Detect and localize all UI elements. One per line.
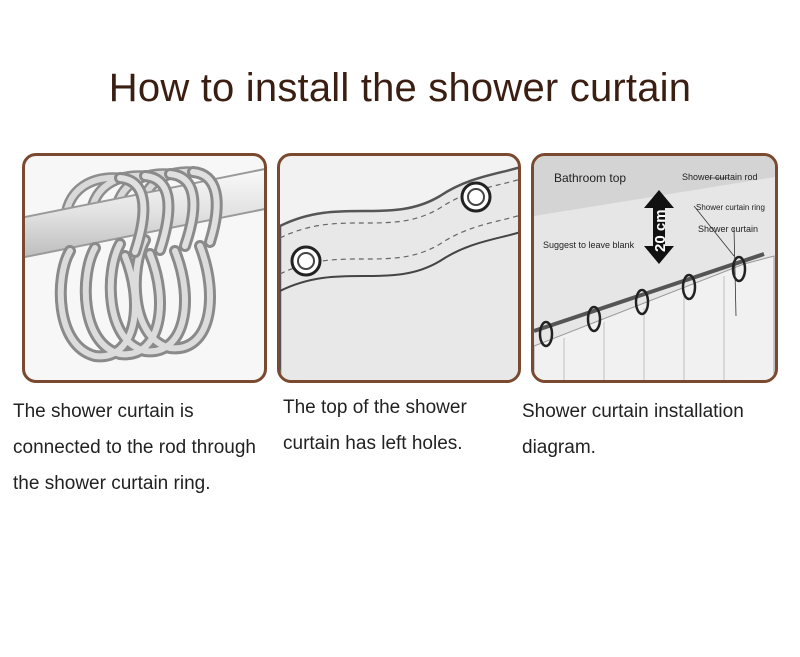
caption-holes: The top of the shower curtain has left h… bbox=[283, 397, 467, 454]
rings-on-rod-illustration bbox=[25, 166, 264, 363]
grommet-hole-right bbox=[460, 181, 492, 213]
curtain-top-holes-panel bbox=[277, 153, 521, 383]
caption-rings: The shower curtain is connected to the r… bbox=[13, 401, 256, 494]
rings-on-rod-panel bbox=[22, 153, 267, 383]
rings bbox=[538, 255, 747, 348]
label-rod: Shower curtain rod bbox=[682, 172, 758, 182]
page-title: How to install the shower curtain bbox=[108, 66, 692, 110]
installation-diagram-illustration: Bathroom top Suggest to leave blank 20 c… bbox=[534, 156, 775, 380]
installation-diagram-panel: Bathroom top Suggest to leave blank 20 c… bbox=[531, 153, 778, 383]
curtain-top-illustration bbox=[280, 166, 518, 380]
label-curtain: Shower curtain bbox=[698, 224, 758, 234]
label-ring: Shower curtain ring bbox=[696, 203, 765, 212]
caption-diagram: Shower curtain installation diagram. bbox=[522, 401, 744, 458]
curtain bbox=[534, 255, 775, 380]
label-bathroom-top: Bathroom top bbox=[554, 171, 626, 185]
rod bbox=[534, 252, 765, 333]
grommet-hole-left bbox=[290, 245, 322, 277]
dimension-arrow bbox=[644, 190, 674, 264]
label-suggest-blank: Suggest to leave blank bbox=[543, 240, 635, 250]
label-dimension: 20 cm bbox=[652, 209, 669, 252]
